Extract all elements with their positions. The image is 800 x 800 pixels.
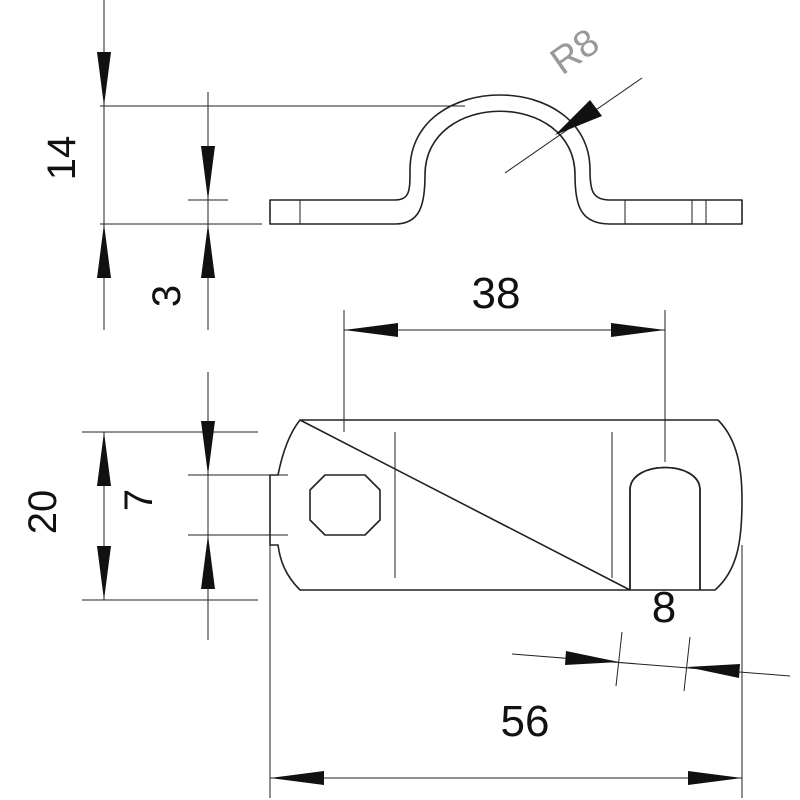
arrow-length-left <box>270 771 324 785</box>
side-view <box>269 94 743 225</box>
top-view <box>269 419 743 591</box>
dimension-center-distance: 38 <box>343 269 666 462</box>
extension-tick-slot-right <box>683 636 691 692</box>
height-label: 14 <box>40 136 84 181</box>
arrow-width-top <box>97 432 111 486</box>
mounting-hole <box>309 474 381 536</box>
center-distance-label: 38 <box>472 269 521 318</box>
arrow-thickness-top <box>201 146 215 200</box>
saddle-clamp-profile-outer <box>269 94 743 225</box>
slot-label: 8 <box>652 583 676 632</box>
arrow-height-bottom <box>97 224 111 278</box>
width-label: 20 <box>21 490 65 535</box>
dimension-height: 14 <box>40 0 465 330</box>
arrow-38-right <box>611 323 665 337</box>
arrow-radius <box>555 100 602 135</box>
radius-label: R8 <box>543 21 607 83</box>
clamp-plan-outline <box>269 419 743 591</box>
arrow-hole-bottom <box>201 535 215 589</box>
dimension-thickness: 3 <box>145 92 228 330</box>
arrow-length-right <box>688 771 742 785</box>
thickness-label: 3 <box>145 285 189 307</box>
arrow-height-top <box>97 52 111 106</box>
length-label: 56 <box>501 697 550 746</box>
arrow-38-left <box>344 323 398 337</box>
extension-tick-slot-left <box>615 631 623 687</box>
dimension-slot: 8 <box>511 583 791 692</box>
hole-label: 7 <box>117 489 161 511</box>
arrow-thickness-bottom <box>201 224 215 278</box>
arrow-slot-right <box>687 664 740 678</box>
dimension-hole: 7 <box>117 372 288 640</box>
arrow-width-bottom <box>97 546 111 600</box>
arrow-slot-left <box>565 651 619 665</box>
dimension-width: 20 <box>21 431 258 601</box>
slot-inner <box>629 466 701 590</box>
arrow-hole-top <box>201 421 215 475</box>
dimension-line-slot <box>511 653 791 677</box>
dimension-length: 56 <box>269 545 743 798</box>
